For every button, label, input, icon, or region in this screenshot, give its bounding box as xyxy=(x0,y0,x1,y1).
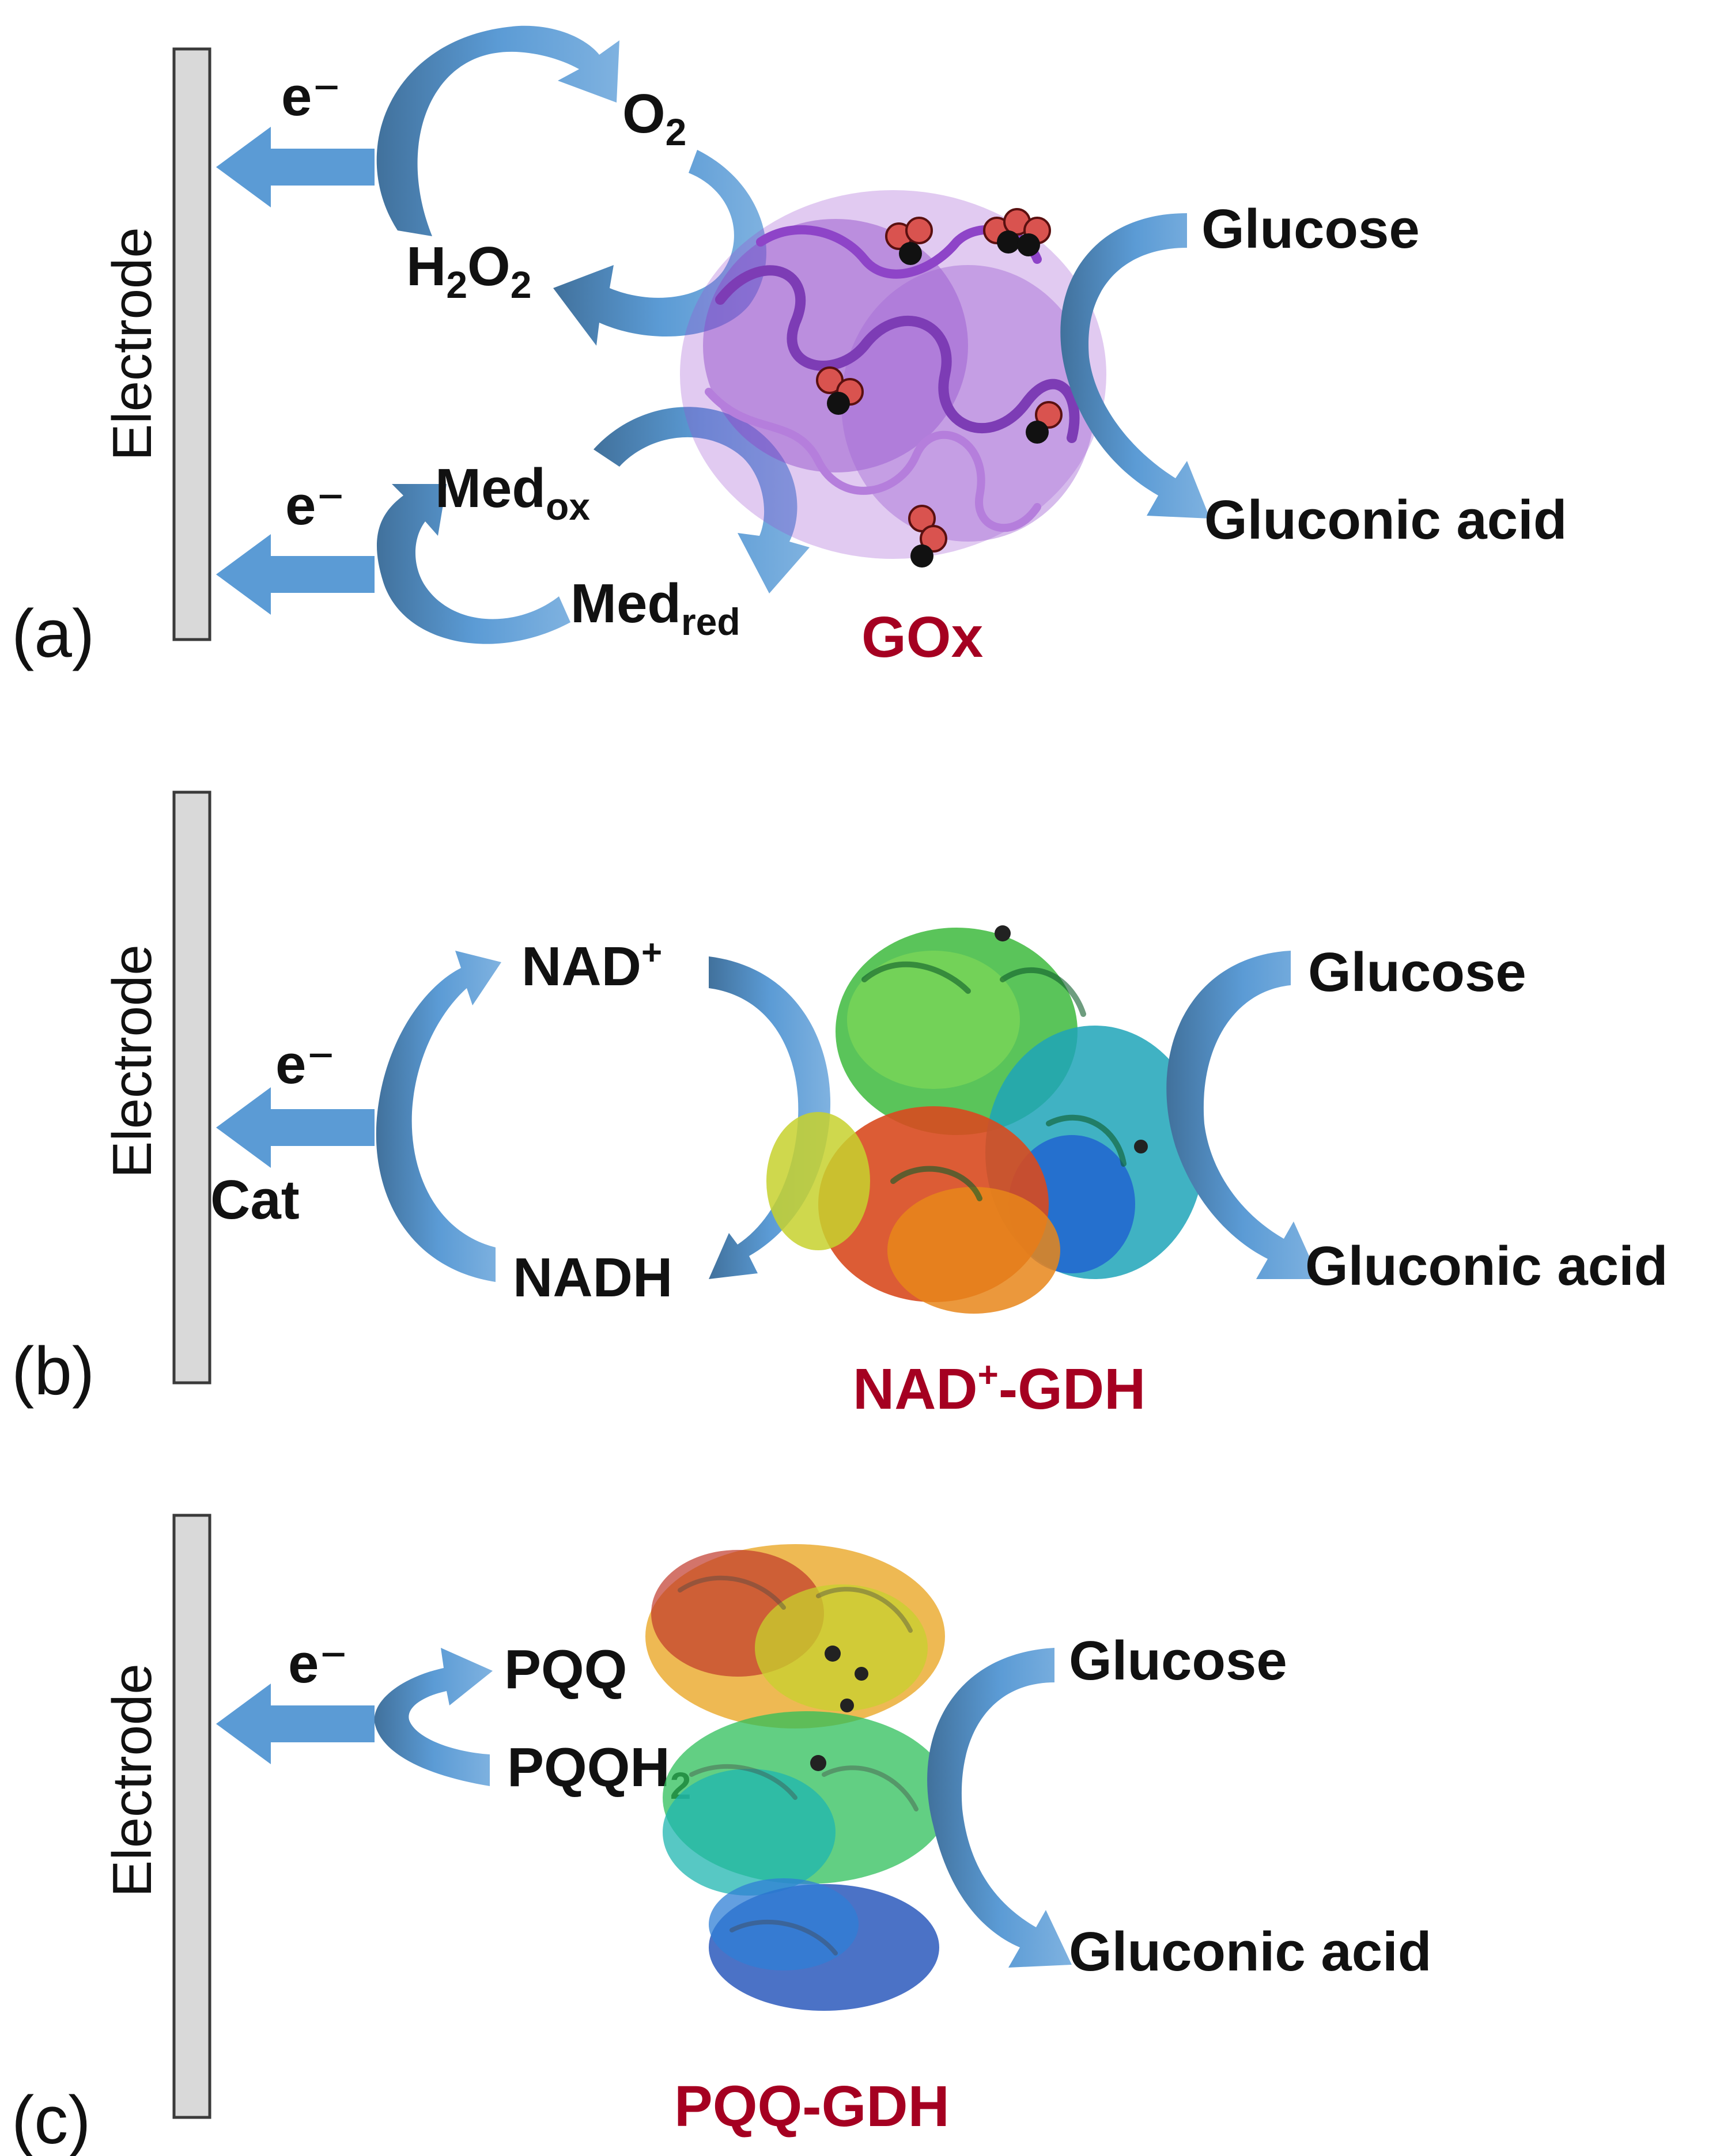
electron-arrow xyxy=(216,1684,375,1764)
electrode-label: Electrode xyxy=(101,944,163,1178)
o2-label: O2 xyxy=(622,83,686,153)
nadh-label: NADH xyxy=(513,1247,672,1308)
panel-label: (b) xyxy=(12,1333,95,1409)
fad-cofactor-icon xyxy=(816,208,1063,568)
glucose-label: Glucose xyxy=(1069,1630,1287,1692)
gox-protein-structure-icon xyxy=(680,190,1106,568)
gluconic-acid-label: Gluconic acid xyxy=(1305,1235,1668,1297)
curved-arrow-glucose-to-gluconic xyxy=(1060,213,1210,519)
h2o2-label: H2O2 xyxy=(406,236,531,306)
enzyme-label: GOx xyxy=(861,605,983,670)
panel-b: Electrode (b) e⁻ Cat NAD+ NADH NAD+-GDH xyxy=(12,790,1668,1421)
panel-c: Electrode (c) e⁻ PQQ PQQH2 PQQ-GDH Gluco… xyxy=(12,1514,1431,2156)
pqq-gdh-protein-structure-icon xyxy=(645,1544,951,2011)
panel-a: Electrode (a) e⁻ e⁻ O2 H2O2 Medox Medred xyxy=(12,25,1567,672)
gluconic-acid-label: Gluconic acid xyxy=(1204,489,1567,551)
nadplus-label: NAD+ xyxy=(521,933,662,997)
curved-arrow-medox-to-medred xyxy=(594,407,810,593)
curved-arrow-medred-to-medox xyxy=(376,484,570,644)
curved-arrow-nadh-to-nadplus xyxy=(376,951,501,1282)
enzyme-label: NAD+-GDH xyxy=(853,1355,1146,1421)
curved-arrow-glucose-to-gluconic xyxy=(927,1648,1072,1968)
pqq-label: PQQ xyxy=(504,1639,627,1700)
electron-arrow-bottom xyxy=(216,534,375,615)
electron-label-top: e⁻ xyxy=(281,66,341,127)
panel-label: (a) xyxy=(12,596,95,672)
electron-label: e⁻ xyxy=(275,1034,335,1095)
curved-arrow-to-h2o2 xyxy=(553,150,766,346)
glucose-label: Glucose xyxy=(1201,198,1420,260)
med-red-label: Medred xyxy=(570,573,740,643)
gluconic-acid-label: Gluconic acid xyxy=(1069,1921,1431,1983)
electron-arrow-top xyxy=(216,127,375,207)
curved-arrow-glucose-to-gluconic xyxy=(1166,951,1320,1279)
electrode-label: Electrode xyxy=(101,1663,163,1897)
electrode-bar xyxy=(172,1514,211,2119)
curved-arrow-pqqh2-to-pqq xyxy=(374,1648,493,1786)
electrode-bar xyxy=(172,47,211,641)
glucose-label: Glucose xyxy=(1308,941,1526,1003)
catalyst-label: Cat xyxy=(210,1169,300,1231)
electrode-label: Electrode xyxy=(101,227,163,461)
nad-gdh-protein-structure-icon xyxy=(766,925,1204,1314)
electrode-bar xyxy=(172,790,211,1385)
electron-label-bottom: e⁻ xyxy=(285,475,345,536)
med-ox-label: Medox xyxy=(435,457,590,528)
enzyme-label: PQQ-GDH xyxy=(674,2074,950,2139)
electron-arrow xyxy=(216,1087,375,1168)
electron-label: e⁻ xyxy=(288,1633,348,1694)
panel-label: (c) xyxy=(12,2082,91,2156)
curved-arrow-h2o2-to-o2 xyxy=(376,25,619,236)
